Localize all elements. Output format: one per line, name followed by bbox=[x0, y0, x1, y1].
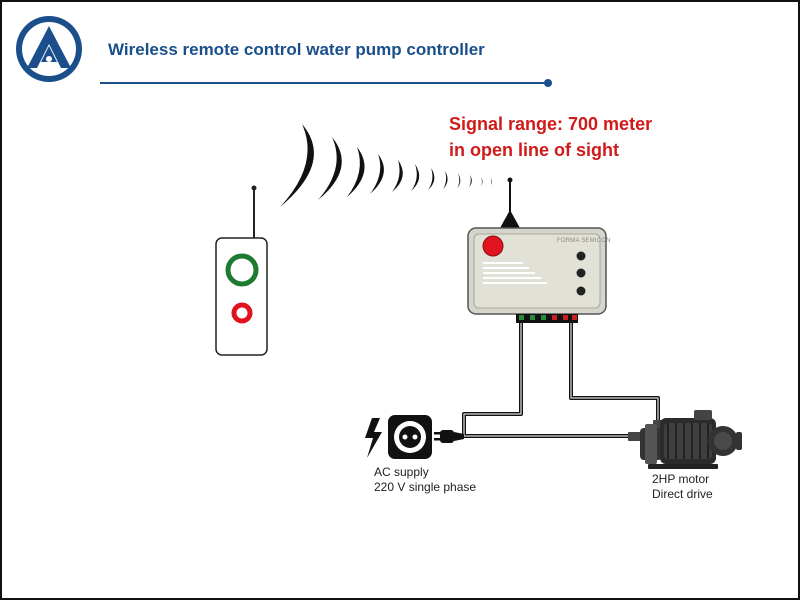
wires-highlight bbox=[458, 323, 659, 437]
controller-box bbox=[467, 227, 607, 323]
controller-red-button bbox=[482, 235, 504, 257]
plug-icon bbox=[434, 430, 464, 443]
signal-range-sublabel: in open line of sight bbox=[449, 140, 619, 160]
ac-supply-spec: 220 V single phase bbox=[374, 480, 477, 494]
remote-control bbox=[215, 185, 268, 356]
page-title: Wireless remote control water pump contr… bbox=[108, 40, 485, 59]
antenna-icon bbox=[500, 177, 520, 228]
remote-red-button bbox=[231, 302, 253, 324]
controller-brand-label: FORMA SEMICON bbox=[557, 238, 611, 244]
signal-range-label: Signal range: 700 meter bbox=[449, 114, 653, 134]
socket-icon bbox=[388, 415, 432, 459]
signal-waves bbox=[280, 124, 492, 207]
ac-supply-label: AC supply bbox=[374, 465, 429, 479]
lightning-icon bbox=[365, 418, 382, 458]
pump-motor-icon bbox=[640, 410, 742, 469]
remote-green-button bbox=[225, 253, 259, 287]
logo-icon bbox=[16, 16, 82, 82]
wires bbox=[458, 323, 660, 438]
header-underline bbox=[100, 79, 552, 87]
motor-drive-label: Direct drive bbox=[652, 487, 713, 501]
motor-label: 2HP motor bbox=[652, 472, 710, 486]
